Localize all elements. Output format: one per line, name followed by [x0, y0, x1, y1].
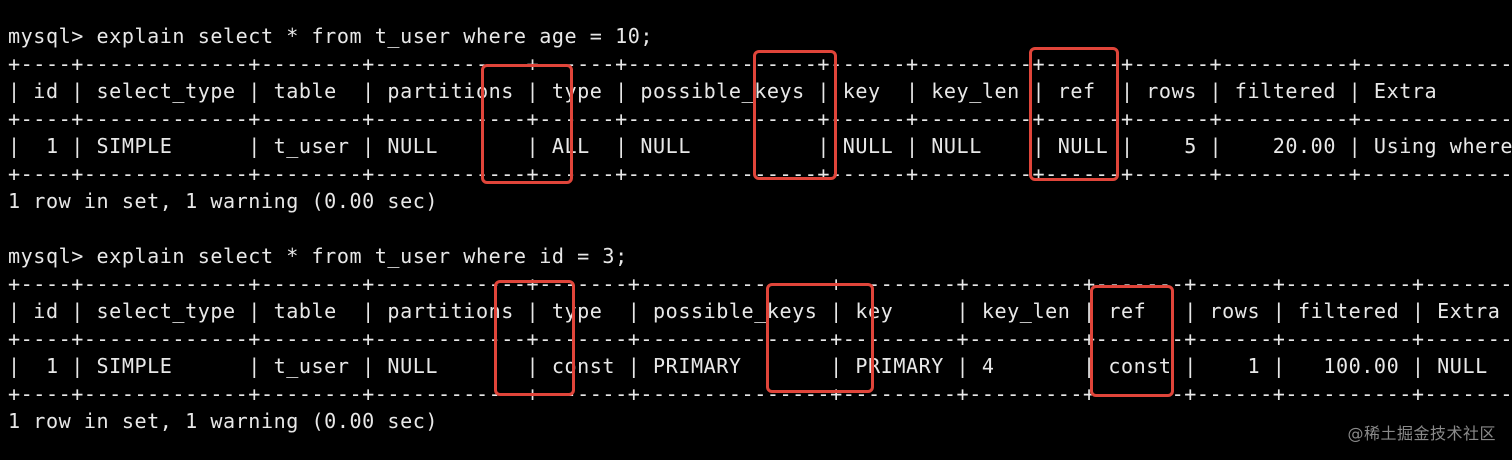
query-1-result-summary: 1 row in set, 1 warning (0.00 sec) [8, 189, 439, 213]
query-1-prompt: mysql> explain select * from t_user wher… [8, 24, 654, 48]
highlight-rows-column-1 [1029, 47, 1119, 181]
table-1-header-row: | id | select_type | table | partitions … [8, 79, 1512, 103]
table-2-border-middle: +----+-------------+--------+-----------… [8, 327, 1512, 351]
highlight-rows-column-2 [1090, 285, 1174, 397]
highlight-key-column-2 [766, 283, 874, 393]
table-1-data-row: | 1 | SIMPLE | t_user | NULL | ALL | NUL… [8, 134, 1512, 158]
table-2-border-top: +----+-------------+--------+-----------… [8, 272, 1512, 296]
table-2-border-bottom: +----+-------------+--------+-----------… [8, 382, 1512, 406]
watermark: @稀土掘金技术社区 [1347, 424, 1496, 443]
highlight-key-column-1 [753, 50, 837, 180]
query-2-result-summary: 1 row in set, 1 warning (0.00 sec) [8, 409, 439, 433]
table-2-data-row: | 1 | SIMPLE | t_user | NULL | const | P… [8, 354, 1512, 378]
highlight-type-column-2 [494, 280, 575, 396]
table-1-border-bottom: +----+-------------+--------+-----------… [8, 162, 1512, 186]
query-2-prompt: mysql> explain select * from t_user wher… [8, 244, 628, 268]
table-1-border-middle: +----+-------------+--------+-----------… [8, 107, 1512, 131]
table-2-header-row: | id | select_type | table | partitions … [8, 299, 1512, 323]
table-1-border-top: +----+-------------+--------+-----------… [8, 52, 1512, 76]
highlight-type-column-1 [481, 64, 573, 184]
